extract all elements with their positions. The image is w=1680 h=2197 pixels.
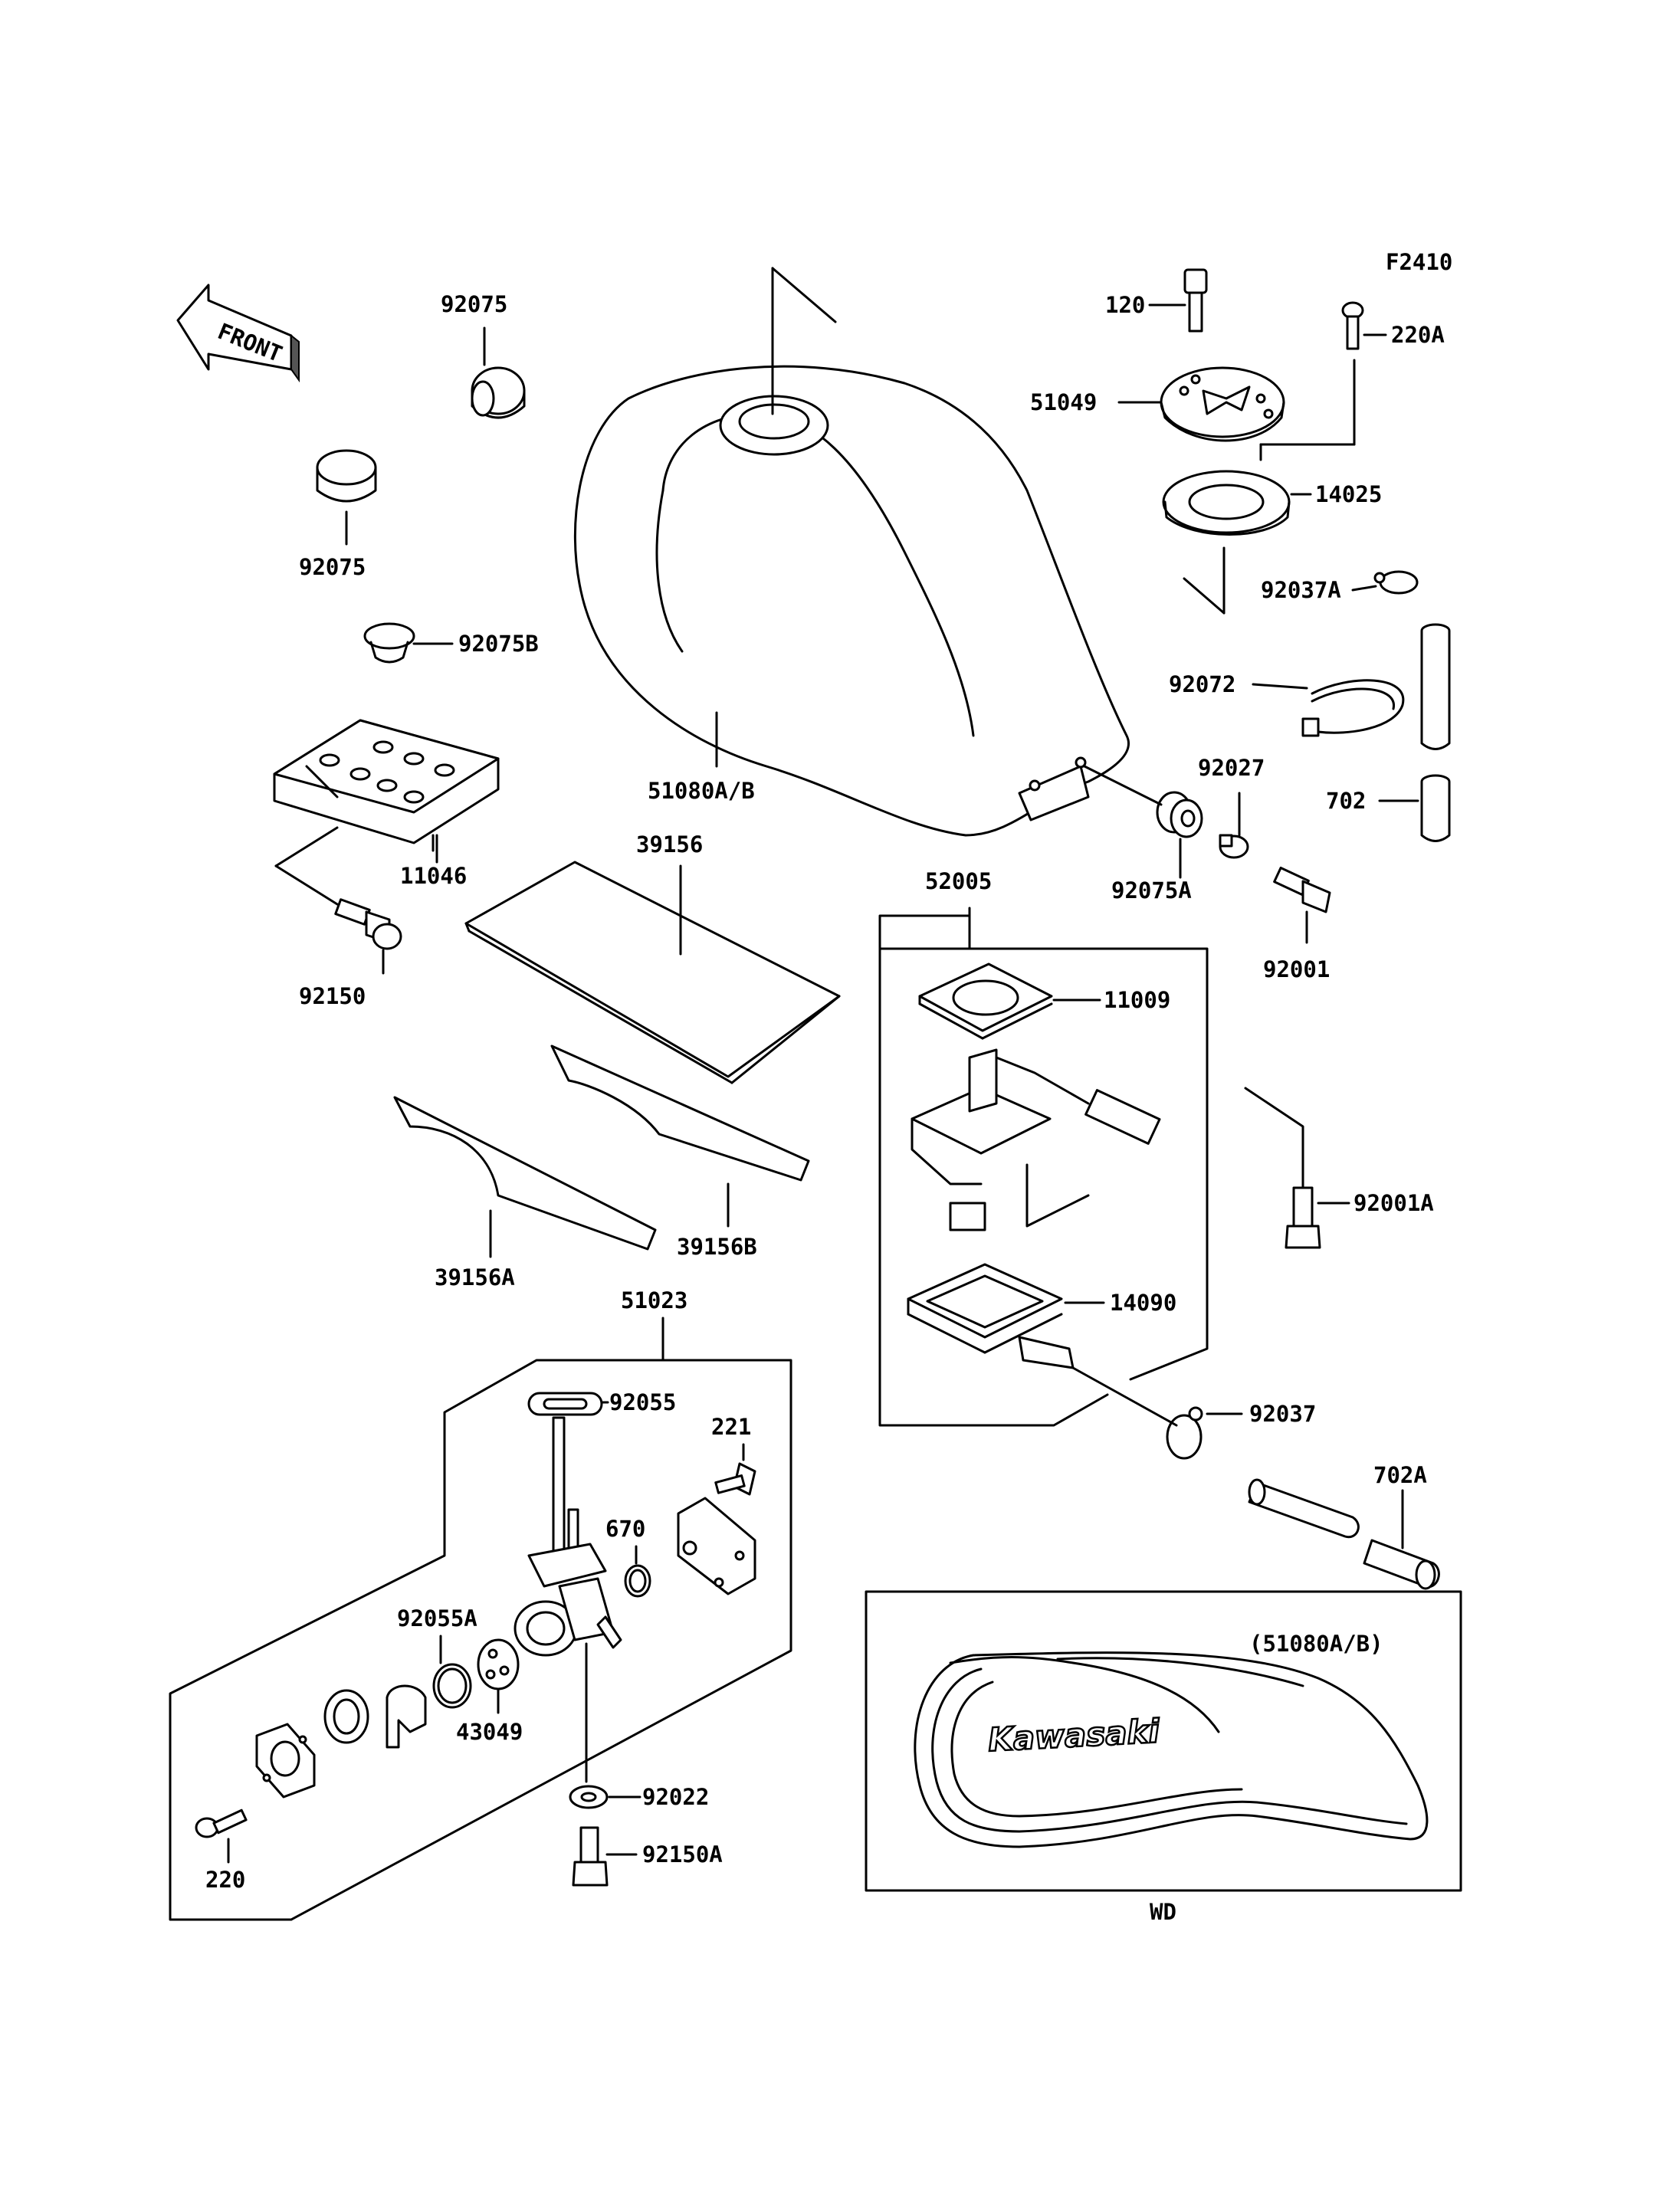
decal-brand-text: Kawasaki	[987, 1712, 1161, 1759]
label-11046: 11046	[400, 863, 467, 889]
label-92027: 92027	[1198, 755, 1265, 781]
screw-220A	[1259, 301, 1387, 461]
screw-221	[714, 1443, 756, 1496]
label-92075B: 92075B	[458, 631, 539, 657]
label-39156: 39156	[636, 831, 703, 857]
fuel-cap-51049	[1117, 366, 1285, 442]
tank-decal-outline	[914, 1651, 1429, 1848]
label-220: 220	[205, 1867, 245, 1893]
collar-92027	[1219, 792, 1249, 859]
o-ring-92055A	[432, 1635, 472, 1709]
label-702A: 702A	[1373, 1462, 1427, 1488]
bolt-92150	[274, 826, 402, 975]
screw-220	[195, 1808, 248, 1864]
label-92037: 92037	[1249, 1401, 1316, 1427]
tap-cover-plate	[677, 1497, 756, 1595]
label-220A: 220A	[1391, 322, 1445, 348]
hose-702A	[1248, 1478, 1440, 1590]
clip-92037A	[1351, 570, 1419, 595]
bolt-120	[1148, 268, 1208, 333]
front-arrow: FRONT	[176, 284, 300, 383]
label-92075A: 92075A	[1111, 877, 1192, 903]
pad-39156	[464, 861, 841, 1084]
cap-base-14025	[1162, 470, 1312, 536]
gasket-92055	[527, 1392, 609, 1416]
band-92072	[1252, 679, 1405, 737]
grommet-92075A	[1083, 765, 1203, 879]
label-39156B: 39156B	[677, 1234, 757, 1260]
o-ring-670	[624, 1545, 651, 1598]
label-92072: 92072	[1169, 671, 1235, 697]
tap-plate	[255, 1723, 316, 1799]
label-92001A: 92001A	[1354, 1190, 1434, 1216]
label-92150: 92150	[299, 983, 366, 1009]
label-43049: 43049	[456, 1719, 523, 1745]
label-52005: 52005	[925, 868, 992, 894]
label-92055: 92055	[609, 1389, 676, 1415]
label-51049: 51049	[1030, 389, 1097, 415]
fuel-pump-body	[911, 1048, 1161, 1231]
pad-39156A	[393, 1096, 657, 1258]
label-92055A: 92055A	[397, 1605, 477, 1631]
tap-lever	[386, 1684, 427, 1749]
leader-tank-cap	[1183, 546, 1226, 615]
filter-14090	[907, 1263, 1105, 1369]
label-14090: 14090	[1110, 1290, 1176, 1316]
label-702: 702	[1326, 788, 1366, 814]
pump-assembly-52005-frame	[878, 907, 1209, 1427]
label-92150A: 92150A	[642, 1841, 723, 1867]
tap-spacer-ring	[323, 1689, 369, 1744]
label-92075-top: 92075	[441, 291, 507, 317]
label-92022: 92022	[642, 1784, 709, 1810]
label-670: 670	[605, 1516, 645, 1542]
label-120: 120	[1105, 292, 1145, 318]
label-11009: 11009	[1104, 987, 1170, 1013]
cushion-92075-top	[471, 326, 526, 419]
label-92001: 92001	[1263, 956, 1330, 982]
cushion-92075B	[363, 622, 454, 664]
label-39156A: 39156A	[435, 1264, 515, 1290]
gasket-43049	[477, 1638, 520, 1714]
inset-ref-label: (51080A/B)	[1249, 1631, 1383, 1657]
fuel-tank-51080AB	[573, 267, 1130, 837]
label-14025: 14025	[1315, 481, 1382, 507]
label-221: 221	[711, 1414, 751, 1440]
hose-702	[1378, 623, 1451, 842]
bracket-11046	[273, 719, 500, 864]
figure-code: F2410	[1386, 249, 1452, 275]
bolt-92001A	[1244, 1087, 1350, 1249]
fuel-tap-body	[514, 1416, 622, 1783]
cushion-92075-left	[316, 449, 377, 546]
inset-caption: WD	[1150, 1899, 1176, 1925]
washer-92022	[569, 1785, 641, 1809]
bolt-92001	[1273, 866, 1331, 944]
gasket-11009	[918, 962, 1101, 1040]
label-51023: 51023	[621, 1287, 687, 1313]
label-92075-left: 92075	[299, 554, 366, 580]
fuel-tap-51023-frame	[169, 1317, 792, 1921]
clip-92037	[1071, 1366, 1243, 1460]
pad-39156B	[550, 1044, 810, 1228]
label-51080AB: 51080A/B	[648, 778, 755, 804]
label-92037A: 92037A	[1261, 577, 1341, 603]
bolt-92150A	[572, 1826, 638, 1887]
decal-inset-frame	[865, 1590, 1462, 1892]
